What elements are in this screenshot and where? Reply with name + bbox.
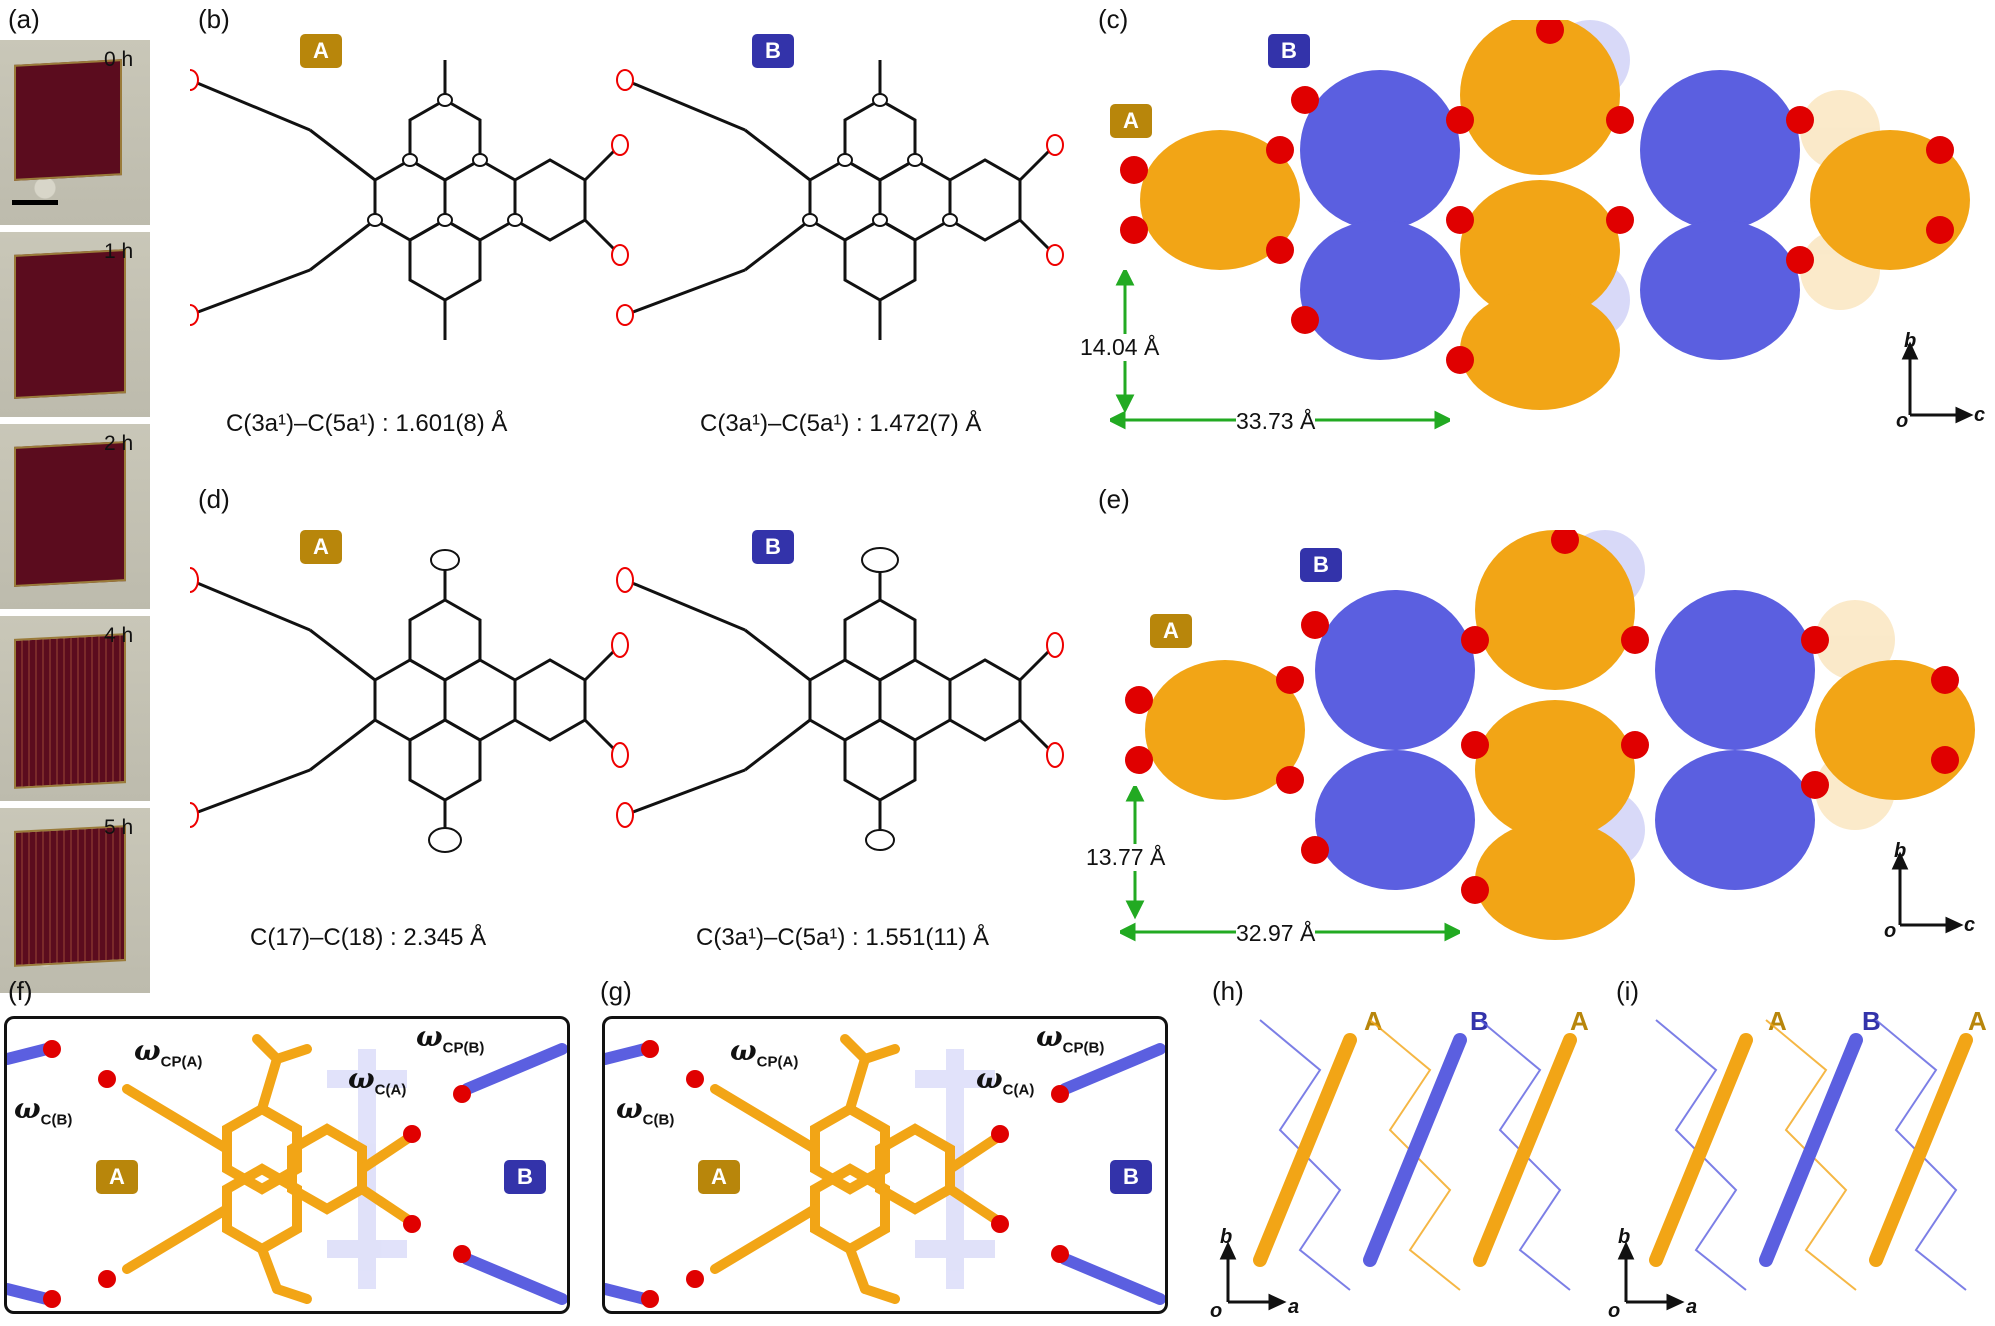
molecule-letter-b: B — [1862, 1006, 1881, 1036]
panel-label-h: (h) — [1212, 976, 1244, 1006]
axis-triad-c — [1901, 341, 1974, 424]
stick-model-g — [605, 1034, 1165, 1308]
panel-f-frame — [4, 1016, 570, 1314]
badge-molecule-a: A — [300, 530, 342, 564]
panel-label-a: (a) — [8, 4, 40, 34]
time-label: 0 h — [104, 48, 134, 71]
scale-bar — [12, 200, 58, 205]
axis-label-o: o — [1210, 1300, 1223, 1322]
bond-length-caption-b-b: C(3a¹)–C(5a¹) : 1.472(7) Å — [700, 410, 982, 437]
bond-length-caption-d-a: C(17)–C(18) : 2.345 Å — [250, 924, 487, 951]
badge-molecule-a: A — [300, 34, 342, 68]
measurement-vertical-e: 13.77 Å — [1086, 844, 1166, 871]
measurement-horizontal-c: 33.73 Å — [1236, 408, 1316, 435]
ortep-structures-b — [190, 60, 1064, 340]
molecule-letter-a: A — [1968, 1006, 1987, 1036]
time-label: 5 h — [104, 816, 134, 839]
badge-molecule-a: A — [1110, 104, 1152, 138]
panel-label-i: (i) — [1616, 976, 1640, 1006]
badge-molecule-b: B — [1268, 34, 1310, 68]
stacking-view-h — [1253, 1019, 1577, 1291]
axis-label-a: a — [1288, 1296, 1300, 1318]
axis-label-b: b — [1220, 1226, 1233, 1248]
axis-label-c: c — [1964, 914, 1976, 936]
axis-triad-i — [1617, 1241, 1685, 1311]
measurement-vertical-c: 14.04 Å — [1080, 334, 1160, 361]
axis-label-b: b — [1904, 330, 1917, 352]
badge-molecule-b: B — [752, 530, 794, 564]
time-label: 4 h — [104, 624, 134, 647]
badge-molecule-b: B — [1110, 1160, 1152, 1194]
badge-molecule-b: B — [752, 34, 794, 68]
badge-molecule-b: B — [1300, 548, 1342, 582]
axis-label-c: c — [1974, 404, 1986, 426]
omega-label-c-b: ωC(B) — [616, 1092, 675, 1129]
panel-label-c: (c) — [1098, 4, 1129, 34]
panel-label-d: (d) — [198, 484, 230, 514]
badge-molecule-a: A — [96, 1160, 138, 1194]
crystal-photo-0h: 0 h — [0, 40, 150, 225]
molecule-letter-a: A — [1768, 1006, 1787, 1036]
panel-g-frame — [602, 1016, 1168, 1314]
panel-label-b: (b) — [198, 4, 230, 34]
measurement-horizontal-e: 32.97 Å — [1236, 920, 1316, 947]
panel-label-e: (e) — [1098, 484, 1130, 514]
omega-label-cp-b: ωCP(B) — [416, 1020, 485, 1057]
molecule-letter-a: A — [1364, 1006, 1383, 1036]
badge-molecule-a: A — [1150, 614, 1192, 648]
stacking-view-i — [1649, 1019, 1973, 1291]
bond-length-caption-d-b: C(3a¹)–C(5a¹) : 1.551(11) Å — [696, 924, 989, 951]
omega-label-cp-b: ωCP(B) — [1036, 1020, 1105, 1057]
molecule-letter-b: B — [1470, 1006, 1489, 1036]
axis-label-b: b — [1894, 840, 1907, 862]
omega-label-c-b: ωC(B) — [14, 1092, 73, 1129]
axis-label-o: o — [1884, 920, 1897, 942]
omega-label-c-a: ωC(A) — [976, 1062, 1035, 1099]
stick-model-f — [7, 1034, 567, 1308]
axis-label-o: o — [1608, 1300, 1621, 1322]
axis-label-o: o — [1896, 410, 1909, 432]
dimension-arrows-c — [1110, 270, 1450, 430]
badge-molecule-a: A — [698, 1160, 740, 1194]
omega-label-c-a: ωC(A) — [348, 1062, 407, 1099]
crystal-photo-4h: 4 h — [0, 616, 150, 801]
crystal-photo-2h: 2 h — [0, 424, 150, 609]
ortep-structures-d — [190, 547, 1064, 853]
omega-label-cp-a: ωCP(A) — [730, 1034, 799, 1071]
omega-label-cp-a: ωCP(A) — [134, 1034, 203, 1071]
panel-label-f: (f) — [8, 976, 33, 1006]
axis-triad-e — [1891, 851, 1964, 934]
crystal-photo-5h: 5 h — [0, 808, 150, 993]
time-label: 1 h — [104, 240, 134, 263]
axis-label-b: b — [1618, 1226, 1631, 1248]
molecule-letter-a: A — [1570, 1006, 1589, 1036]
axis-label-a: a — [1686, 1296, 1698, 1318]
packing-diagram-c — [1120, 20, 1970, 410]
badge-molecule-b: B — [504, 1160, 546, 1194]
bond-length-caption-b-a: C(3a¹)–C(5a¹) : 1.601(8) Å — [226, 410, 508, 437]
time-label: 2 h — [104, 432, 134, 455]
axis-triad-h — [1219, 1241, 1287, 1311]
panel-label-g: (g) — [600, 976, 632, 1006]
packing-diagram-e — [1125, 530, 1975, 940]
crystal-photo-1h: 1 h — [0, 232, 150, 417]
